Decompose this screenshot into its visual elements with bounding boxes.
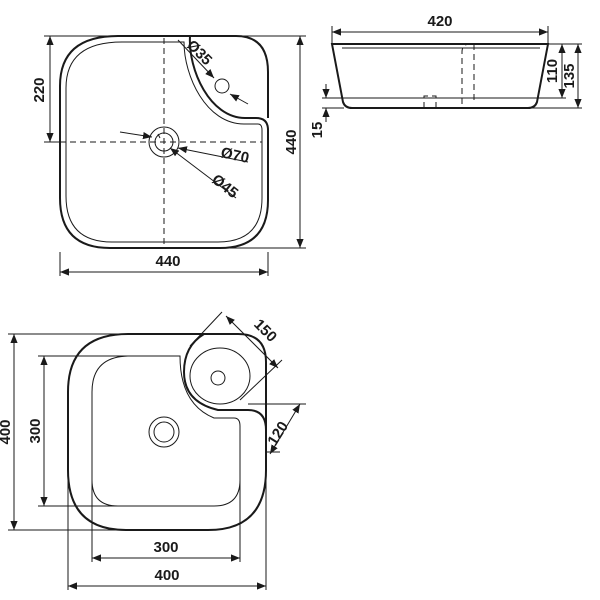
drain-outer-ring <box>148 126 180 158</box>
dim-drain-outer: Ø70 <box>219 144 250 167</box>
dim-top-offset: 220 <box>31 77 48 102</box>
dim-bottom-outer-width: 400 <box>154 567 179 584</box>
side-profile <box>330 43 550 109</box>
bottom-inner-bowl <box>91 355 241 507</box>
dim-deck-length: 150 <box>250 316 280 346</box>
side-view: 420 110 135 15 <box>309 13 582 138</box>
top-basin-inner <box>65 41 263 243</box>
bottom-drain-inner <box>153 421 175 443</box>
tap-deck-outline <box>190 35 269 118</box>
bottom-outer-outline <box>67 333 267 531</box>
dim-deck-width-line <box>269 403 301 455</box>
dim-side-rim: 15 <box>309 122 326 139</box>
dim-deck-length-line <box>225 315 279 369</box>
dim-bottom-inner-width: 300 <box>153 539 178 556</box>
bottom-view: 400 300 300 400 150 120 <box>0 311 306 590</box>
dim-bottom-inner-height: 300 <box>27 418 44 443</box>
side-hidden-tap <box>461 43 482 104</box>
tap-hole <box>214 78 230 94</box>
dim-side-inner-height: 110 <box>544 59 561 83</box>
dim-top-height: 440 <box>283 129 300 154</box>
bottom-drain-outer <box>148 416 180 448</box>
dim-top-width: 440 <box>155 253 180 270</box>
dim-tap-hole: Ø35 <box>183 37 215 69</box>
dim-drain-inner: Ø45 <box>208 171 241 202</box>
bottom-deck-oval <box>189 347 251 405</box>
bottom-tap-hole <box>210 370 226 386</box>
dim-bottom-outer-height: 400 <box>0 419 14 444</box>
top-view: 440 440 220 Ø35 Ø70 Ø45 <box>31 35 306 276</box>
dim-side-total-height: 135 <box>561 63 578 88</box>
dim-side-width: 420 <box>427 13 452 30</box>
dim-deck-width: 120 <box>264 418 292 448</box>
top-basin-outline <box>59 35 269 249</box>
side-hidden-drain <box>423 95 437 108</box>
